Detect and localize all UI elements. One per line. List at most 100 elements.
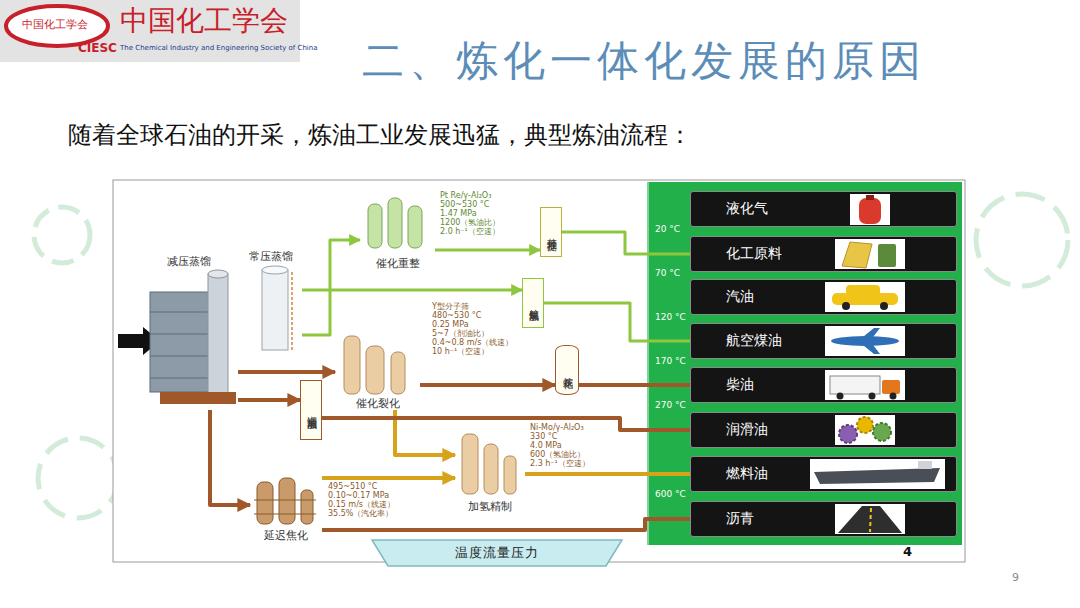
parameter-text: Pt Re/γ-Al₂O₃: [440, 192, 491, 201]
parameter-text: Y型分子筛: [432, 303, 469, 312]
parameter-text: 0.15 m/s（线速）: [328, 501, 395, 510]
page-number: 9: [1012, 572, 1019, 584]
node-text: 催化裂化: [356, 397, 400, 410]
vacuum-column: [208, 274, 228, 394]
product-box: 燃料油: [690, 456, 957, 492]
flow-arrow: [322, 418, 690, 430]
logo-text: The Chemical Industry and Engineering So…: [120, 45, 318, 53]
truck-wheel: [837, 393, 844, 400]
gear-icon: [839, 425, 857, 443]
parameter-text: 35.5%（汽化率）: [328, 510, 393, 519]
node-text: 柴油: [726, 376, 754, 394]
atmospheric-column: [262, 270, 288, 350]
frame-beam: [150, 312, 210, 313]
node-text: 航空煤油: [726, 332, 782, 350]
reformer-reactor: [408, 206, 422, 248]
node-text: 延迟焦化: [264, 529, 308, 542]
parameter-text: 1200（氢油比）: [440, 219, 500, 228]
flow-arrow: [322, 476, 455, 480]
product-panel: [648, 182, 962, 545]
node-text: 减压蒸馏: [167, 255, 211, 268]
logo-text: 中国化工学会: [22, 19, 88, 31]
process-unit: 催化裂化: [335, 330, 420, 410]
icon-backdrop: [835, 239, 905, 269]
parameter-text: 2.0 h⁻¹（空速）: [440, 228, 500, 237]
temperature-mark: 600 °C: [655, 490, 686, 500]
coker-scaffold: [254, 500, 316, 501]
coke-drum: [301, 490, 313, 524]
frame-beam: [150, 378, 210, 379]
decor-ring: [34, 207, 90, 263]
node-text: 润滑油: [726, 421, 768, 439]
temperature-mark: 270 °C: [655, 401, 686, 411]
parameter-text: 5~7（剂油比）: [432, 330, 489, 339]
logo-text: 中国化工学会: [120, 6, 288, 37]
logo-text: CIESC: [78, 42, 117, 55]
banner-shape: 温度流量压力: [372, 540, 622, 566]
parameter-text: 0.25 MPa: [432, 321, 469, 330]
unit-base: [160, 392, 236, 404]
vacuum-unit-frame: [150, 292, 210, 392]
flow-arrow: [238, 370, 335, 374]
icon-backdrop: [850, 194, 890, 225]
road-icon: [838, 506, 902, 533]
panel-edge: [647, 182, 649, 545]
car-roof-icon: [846, 285, 880, 296]
logo-ring: [6, 6, 108, 46]
node-text: 沥青: [726, 510, 754, 528]
flow-arrow: [562, 232, 690, 254]
hydrotreater-vessel: [462, 434, 478, 494]
truck-wheel: [890, 393, 897, 400]
parameter-text: 4.0 MPa: [530, 442, 562, 451]
coke-drum: [257, 482, 273, 524]
node-text: 航煤加氢: [528, 301, 538, 305]
gear-icon: [857, 417, 873, 433]
icon-backdrop: [810, 459, 945, 489]
parameter-text: 600（氢油比）: [530, 451, 585, 460]
parameter-text: 330 °C: [530, 433, 557, 442]
frame-beam: [150, 334, 210, 335]
cracker-vessel: [344, 336, 360, 394]
icon-backdrop: [825, 326, 905, 356]
gear-icon: [873, 423, 891, 441]
parameter-text: 0.10~0.17 MPa: [328, 492, 389, 501]
hydrotreater-vessel: [484, 444, 498, 494]
icon-backdrop: [825, 282, 905, 312]
temperature-mark: 120 °C: [655, 313, 686, 323]
truck-cab-icon: [882, 380, 900, 394]
process-box: 烷基化: [555, 345, 579, 395]
temperature-mark: 20 °C: [655, 225, 680, 235]
diagram-frame: [113, 180, 965, 562]
parameter-text: 10 h⁻¹（空速）: [432, 348, 489, 357]
parameter-text: 1.47 MPa: [440, 210, 477, 219]
node-text: 液化气: [726, 200, 768, 218]
flow-arrow: [238, 398, 300, 402]
parameter-text: 495~510 °C: [328, 483, 377, 492]
flow-arrow: [210, 410, 250, 505]
ship-bridge-icon: [918, 461, 932, 469]
cylinder-valve: [866, 195, 874, 200]
parameter-text: 2.3 h⁻¹（空速）: [530, 460, 590, 469]
truck-trailer-icon: [830, 376, 880, 394]
column-top: [208, 270, 228, 278]
node-text: 加氢精制: [468, 500, 512, 513]
icon-backdrop: [835, 415, 895, 445]
node-text: 常压蒸馏: [249, 250, 293, 263]
airplane-body-icon: [831, 336, 899, 346]
chemical-can-icon: [878, 244, 896, 267]
icon-backdrop: [835, 504, 905, 534]
node-text: 烷基化: [562, 369, 572, 372]
chemical-bag-icon: [842, 242, 872, 268]
gas-cylinder-icon: [859, 198, 881, 224]
column-top: [262, 266, 288, 274]
flow-arrow: [302, 289, 522, 292]
slide-title: 二、炼化一体化发展的原因: [362, 36, 926, 86]
car-body-icon: [832, 293, 898, 305]
node-text: 催化重整: [376, 257, 420, 270]
flow-arrow: [435, 249, 540, 252]
hydrotreater-vessel: [504, 456, 516, 494]
process-box: 润滑油加氢: [300, 380, 322, 440]
frame-beam: [150, 356, 210, 357]
cracker-vessel: [391, 352, 405, 394]
process-unit: 加氢精制: [455, 428, 525, 513]
